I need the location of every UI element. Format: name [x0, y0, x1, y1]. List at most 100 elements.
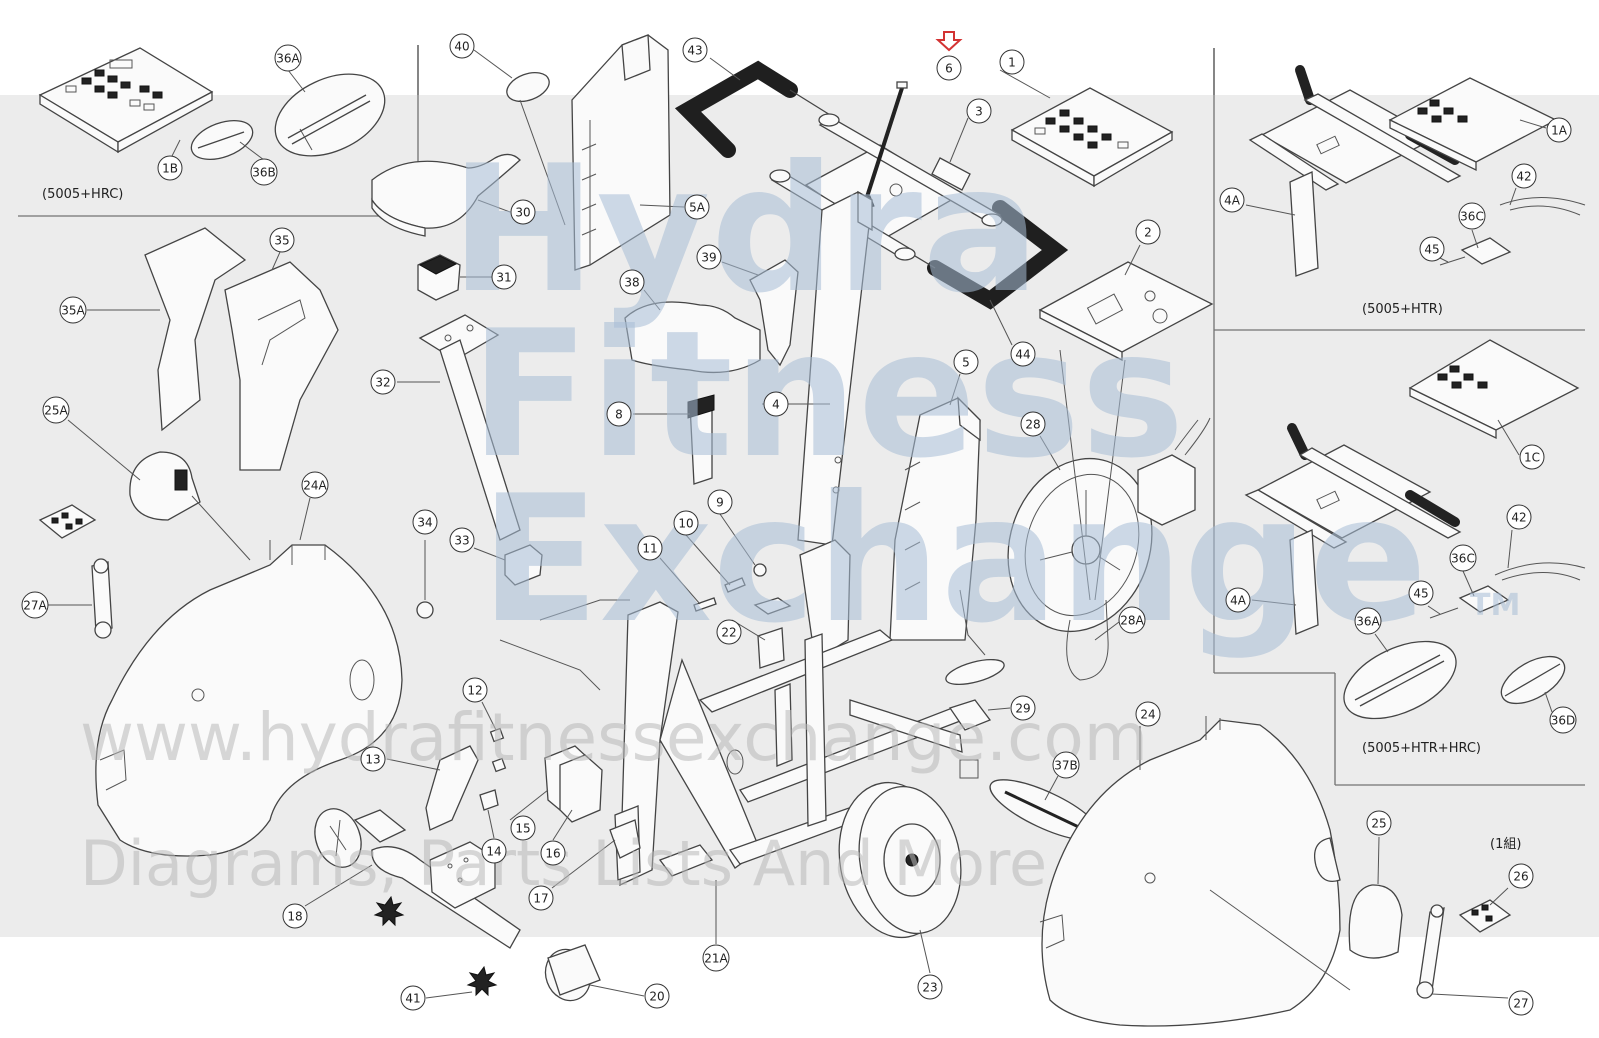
svg-text:38: 38 [624, 276, 639, 290]
svg-text:36B: 36B [252, 166, 276, 180]
svg-text:1A: 1A [1551, 124, 1568, 138]
down-arrow-icon [935, 31, 963, 52]
bracket-22 [753, 539, 851, 669]
part-label-26: 26 [1508, 863, 1534, 889]
part-label-12: 12 [462, 677, 488, 703]
svg-text:44: 44 [1015, 348, 1030, 362]
part-label-24a: 24A [301, 471, 329, 499]
svg-text:21A: 21A [704, 952, 728, 966]
part-label-25a: 25A [42, 396, 70, 424]
svg-text:Diagrams, Parts Lists And More: Diagrams, Parts Lists And More [80, 827, 1047, 900]
section-borders [18, 45, 1585, 786]
part-label-4a: 4A [1219, 187, 1245, 213]
svg-text:18: 18 [287, 910, 302, 924]
part-label-31: 31 [491, 264, 517, 290]
part-label-35a: 35A [59, 296, 87, 324]
part-label-36a: 36A [1354, 607, 1382, 635]
bushing-20 [544, 944, 601, 1002]
decal [945, 658, 1005, 686]
block-33 [504, 544, 543, 586]
svg-text:43: 43 [687, 44, 702, 58]
svg-text:16: 16 [545, 847, 560, 861]
caption-5005-hrc: (5005+HRC) [42, 187, 123, 202]
part-label-15: 15 [510, 815, 536, 841]
part-label-3: 3 [966, 98, 992, 124]
crank-cover-25 [1348, 884, 1403, 959]
plate-2 [1038, 261, 1214, 362]
shroud-5 [889, 396, 981, 641]
svg-text:32: 32 [375, 376, 390, 390]
svg-text:1C: 1C [1524, 451, 1540, 465]
part-label-23: 23 [917, 974, 943, 1000]
part-label-24: 24 [1135, 701, 1161, 727]
side-cover-24a [95, 540, 403, 857]
svg-text:14: 14 [486, 845, 501, 859]
svg-text:36C: 36C [1451, 552, 1475, 566]
part-label-4: 4 [763, 391, 789, 417]
wheel-23 [838, 781, 962, 939]
part-label-27a: 27A [21, 591, 49, 619]
svg-text:36A: 36A [276, 52, 300, 66]
part-label-38: 38 [619, 269, 645, 295]
part-label-41: 41 [400, 985, 426, 1011]
svg-text:Fitness: Fitness [470, 294, 1185, 497]
crank-cover-25a [129, 451, 201, 521]
bracket-39 [749, 259, 799, 367]
svg-text:42: 42 [1516, 170, 1531, 184]
part-label-44: 44 [1010, 341, 1036, 367]
svg-text:26: 26 [1513, 870, 1528, 884]
caption-5005-htr: (5005+HTR) [1362, 302, 1443, 317]
svg-text:15: 15 [515, 822, 530, 836]
svg-text:37B: 37B [1054, 759, 1078, 773]
svg-text:36A: 36A [1356, 615, 1380, 629]
svg-text:5A: 5A [689, 201, 706, 215]
upright-4 [797, 190, 873, 546]
part-label-25: 25 [1366, 810, 1392, 836]
shroud-35 [224, 261, 339, 471]
part-label-42: 42 [1511, 163, 1537, 189]
svg-text:4A: 4A [1230, 594, 1247, 608]
svg-text:36C: 36C [1460, 210, 1484, 224]
part-label-40: 40 [449, 33, 475, 59]
parts-12-13-14 [425, 727, 507, 831]
hardware-9-10-11 [693, 563, 767, 612]
part-label-1c: 1C [1519, 444, 1545, 470]
part-label-36b: 36B [250, 158, 278, 186]
part-label-20: 20 [644, 983, 670, 1009]
svg-text:8: 8 [615, 408, 623, 422]
part-label-36a: 36A [274, 44, 302, 72]
part-label-45: 45 [1419, 236, 1445, 262]
part-label-29: 29 [1010, 695, 1036, 721]
part-label-32: 32 [370, 369, 396, 395]
htr-assembly [1248, 65, 1586, 277]
side-cover-24 [1039, 716, 1341, 1027]
cover-38 [624, 301, 761, 374]
handlebar-43 [674, 60, 1069, 310]
part-label-35: 35 [269, 227, 295, 253]
svg-text:39: 39 [701, 251, 716, 265]
caption-5005-htr-hrc: (5005+HTR+HRC) [1362, 741, 1481, 756]
part-label-22: 22 [716, 619, 742, 645]
svg-text:35A: 35A [61, 304, 85, 318]
part-label-1: 1 [999, 49, 1025, 75]
shroud-5a [571, 34, 671, 271]
part-label-33: 33 [449, 527, 475, 553]
svg-text:4A: 4A [1224, 194, 1241, 208]
svg-text:45: 45 [1424, 243, 1439, 257]
pedal-26-27 [1416, 899, 1512, 999]
part-label-10: 10 [673, 510, 699, 536]
part-label-36c: 36C [1458, 202, 1486, 230]
part-label-42: 42 [1506, 504, 1532, 530]
part-label-14: 14 [481, 838, 507, 864]
svg-text:34: 34 [417, 516, 432, 530]
part-label-1a: 1A [1546, 117, 1572, 143]
svg-text:25A: 25A [44, 404, 68, 418]
svg-text:36D: 36D [1551, 714, 1576, 728]
part-label-37b: 37B [1052, 751, 1080, 779]
svg-text:Exchange: Exchange [480, 459, 1427, 662]
svg-text:40: 40 [454, 40, 469, 54]
sensor-8 [687, 394, 715, 485]
svg-text:4: 4 [772, 398, 780, 412]
